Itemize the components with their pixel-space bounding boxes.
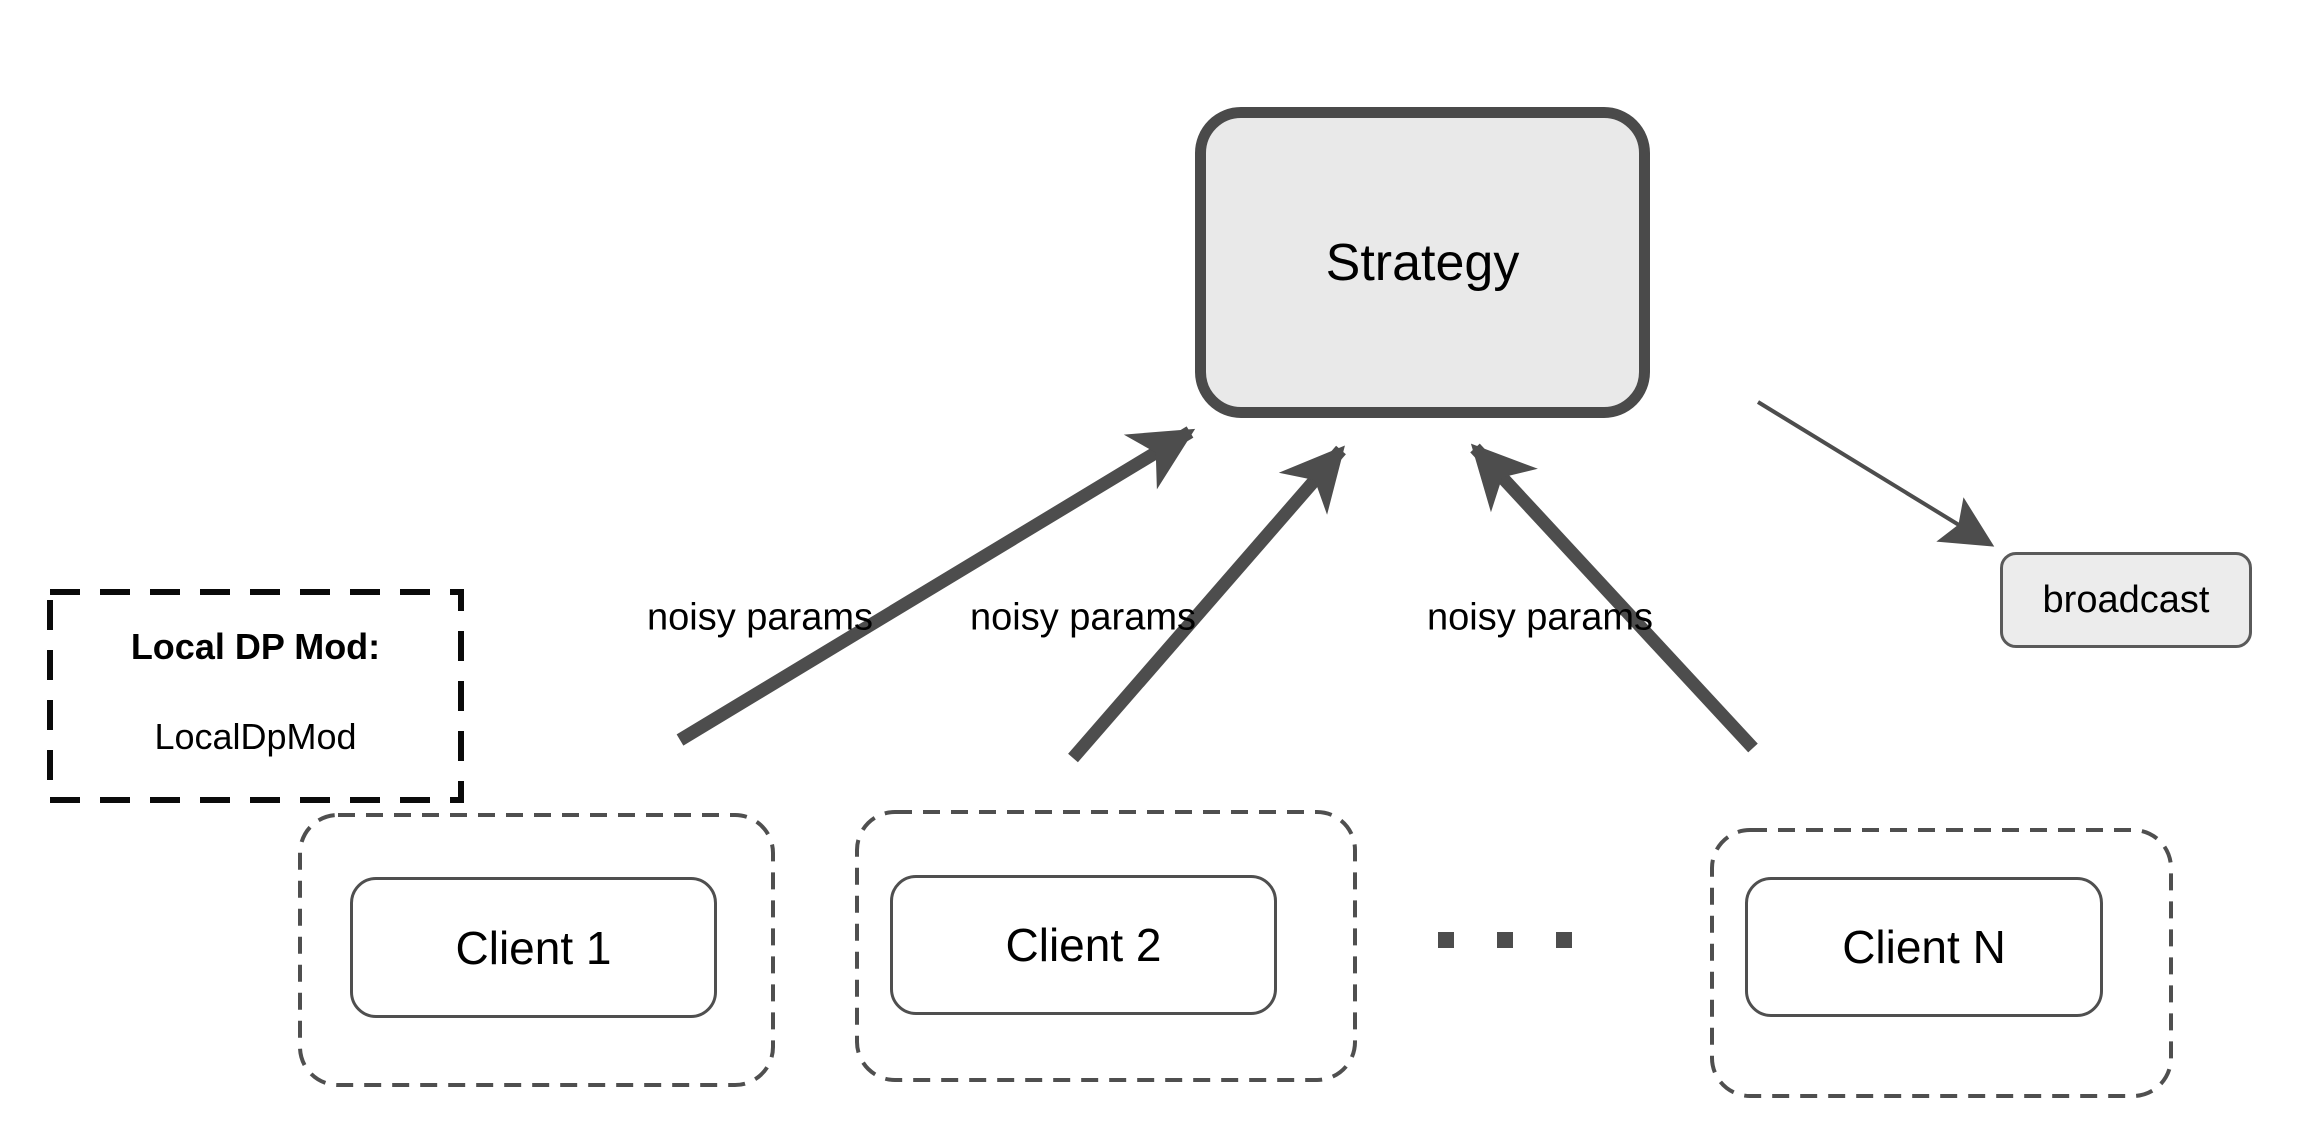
client-2-node: Client 2 — [890, 875, 1277, 1015]
edge-label-noisy-params-2: noisy params — [970, 596, 1196, 639]
client-2-dashed-boundary — [855, 810, 1357, 1082]
local-dp-mod-value: LocalDpMod — [154, 716, 357, 757]
ellipsis-dot — [1556, 932, 1572, 948]
arrow-client2-to-strategy — [1068, 445, 1346, 763]
local-dp-mod-dashed-border — [47, 589, 464, 803]
ellipsis-dot — [1497, 932, 1513, 948]
broadcast-node: broadcast — [2000, 552, 2252, 648]
client-n-node: Client N — [1745, 877, 2103, 1017]
clients-ellipsis-icon — [1438, 932, 1572, 948]
client-1-dashed-boundary — [298, 813, 775, 1087]
strategy-node: Strategy — [1195, 107, 1650, 418]
client-1-label: Client 1 — [455, 921, 612, 974]
ellipsis-dot — [1438, 932, 1454, 948]
edge-label-noisy-params-1: noisy params — [647, 596, 873, 639]
broadcast-label: broadcast — [2042, 578, 2210, 621]
client-n-dashed-boundary — [1710, 828, 2173, 1098]
arrow-client1-to-strategy — [676, 426, 1196, 746]
local-dp-mod-heading: Local DP Mod: — [130, 626, 381, 667]
arrow-strategy-to-broadcast — [1756, 400, 1995, 547]
client-1-node: Client 1 — [350, 877, 717, 1018]
arrow-clientn-to-strategy — [1470, 443, 1758, 753]
client-2-label: Client 2 — [1005, 919, 1162, 971]
strategy-label: Strategy — [1325, 233, 1520, 292]
edge-label-noisy-params-3: noisy params — [1427, 596, 1653, 639]
client-n-label: Client N — [1842, 921, 2006, 973]
